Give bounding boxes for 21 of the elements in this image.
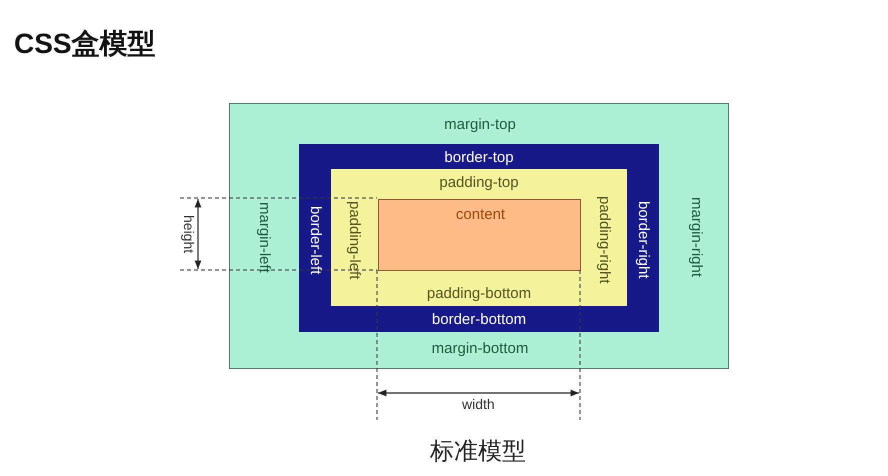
box-label: border-top	[443, 149, 515, 166]
content-box	[378, 199, 581, 271]
title: CSS盒模型	[14, 28, 156, 60]
box-label: padding-right	[596, 196, 613, 284]
box-label: padding-left	[346, 201, 363, 280]
border-box	[299, 144, 659, 332]
box-label: margin-bottom	[430, 340, 530, 357]
box-label: padding-bottom	[426, 285, 532, 302]
caption: 标准模型	[430, 438, 526, 466]
box-label: padding-top	[438, 174, 520, 191]
dimension-label: height	[180, 215, 197, 254]
box-label: margin-left	[256, 202, 273, 273]
box-label: border-left	[307, 206, 324, 274]
box-label: content	[454, 206, 506, 223]
box-label: margin-top	[443, 116, 517, 133]
padding-box	[331, 169, 627, 306]
dimension-label: width	[462, 396, 495, 413]
margin-box	[229, 103, 729, 369]
box-label: margin-right	[688, 197, 705, 278]
box-label: border-right	[635, 201, 652, 279]
box-label: border-bottom	[430, 311, 528, 328]
